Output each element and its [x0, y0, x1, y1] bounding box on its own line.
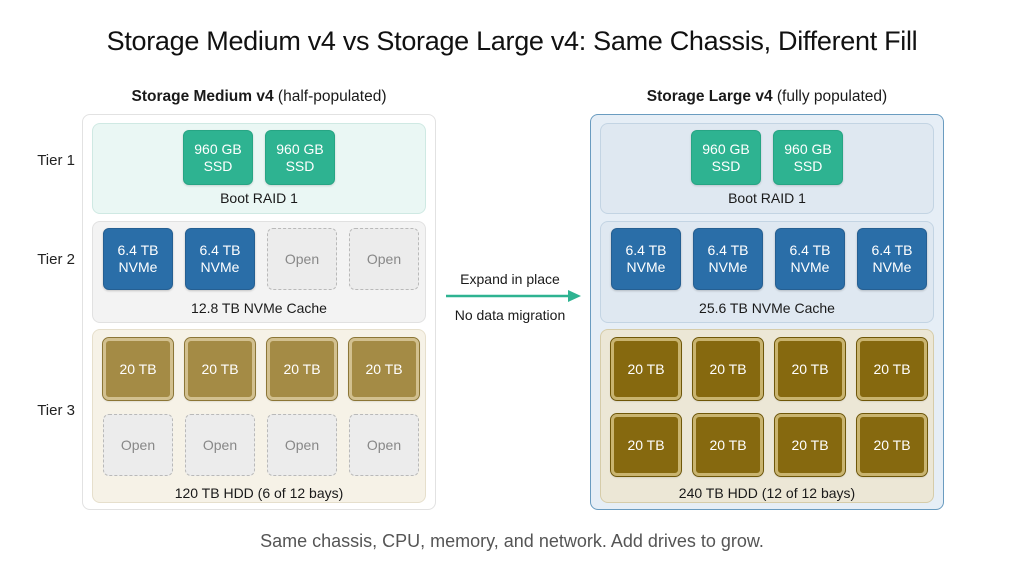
- hdd-drive: 20 TB: [102, 337, 174, 401]
- hdd-drive: 20 TB: [774, 337, 846, 401]
- footer-note: Same chassis, CPU, memory, and network. …: [260, 531, 764, 551]
- hdd-drive: 20 TB: [266, 337, 338, 401]
- open-bay: Open: [185, 414, 255, 476]
- medium-tier-3: 20 TB 20 TB 20 TB 20 TB Open Open Open O…: [92, 329, 426, 503]
- hdd-drive: 20 TB: [610, 413, 682, 477]
- tier-3-label: Tier 3: [37, 402, 75, 419]
- large-name: Storage Large v4: [646, 88, 773, 105]
- hdd-drive: 20 TB: [856, 337, 928, 401]
- expand-label: Expand in place: [460, 271, 560, 287]
- hdd-drive: 20 TB: [610, 337, 682, 401]
- no-migration-label: No data migration: [454, 307, 566, 323]
- large-tier-3: 20 TB 20 TB 20 TB 20 TB 20 TB 20 TB 20 T…: [600, 329, 934, 503]
- medium-tier-1-caption: Boot RAID 1: [220, 190, 298, 206]
- medium-tier-3-row-1: 20 TB 20 TB 20 TB 20 TB: [93, 337, 425, 401]
- hdd-drive: 20 TB: [184, 337, 256, 401]
- large-tier-1-caption: Boot RAID 1: [728, 190, 806, 206]
- medium-qualifier: (half-populated): [277, 88, 387, 105]
- open-bay: Open: [349, 414, 419, 476]
- arrow-right-icon: [446, 290, 581, 302]
- open-bay: Open: [267, 228, 337, 290]
- medium-tier-3-caption: 120 TB HDD (6 of 12 bays): [174, 485, 344, 501]
- large-heading: Storage Large v4 (fully populated): [590, 88, 944, 106]
- medium-tier-3-row-2: Open Open Open Open: [93, 414, 425, 476]
- diagram-title: Storage Medium v4 vs Storage Large v4: S…: [106, 26, 918, 56]
- tier-2-label: Tier 2: [37, 251, 75, 268]
- large-tier-3-row-2: 20 TB 20 TB 20 TB 20 TB: [601, 413, 933, 477]
- hdd-drive: 20 TB: [692, 413, 764, 477]
- large-qualifier: (fully populated): [776, 88, 888, 105]
- hdd-drive: 20 TB: [692, 337, 764, 401]
- medium-name: Storage Medium v4: [131, 88, 274, 105]
- medium-heading: Storage Medium v4 (half-populated): [82, 88, 436, 106]
- hdd-drive: 20 TB: [774, 413, 846, 477]
- open-bay: Open: [103, 414, 173, 476]
- open-bay: Open: [349, 228, 419, 290]
- medium-tier-2-caption: 12.8 TB NVMe Cache: [191, 300, 327, 316]
- large-tier-3-row-1: 20 TB 20 TB 20 TB 20 TB: [601, 337, 933, 401]
- large-tier-3-caption: 240 TB HDD (12 of 12 bays): [678, 485, 856, 501]
- open-bay: Open: [267, 414, 337, 476]
- hdd-drive: 20 TB: [856, 413, 928, 477]
- tier-1-label: Tier 1: [37, 152, 75, 169]
- hdd-drive: 20 TB: [348, 337, 420, 401]
- large-tier-2-caption: 25.6 TB NVMe Cache: [699, 300, 835, 316]
